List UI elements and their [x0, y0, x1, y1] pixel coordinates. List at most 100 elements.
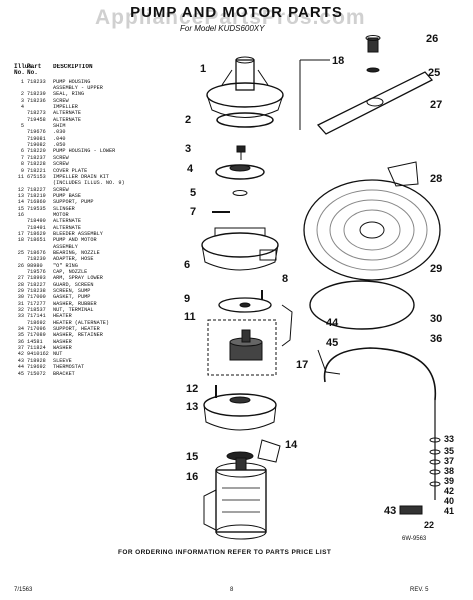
legend-desc-cell: BRACKET	[53, 370, 75, 377]
legend-part-cell: 718537	[27, 307, 46, 314]
callout-number: 25	[428, 67, 440, 79]
legend-desc-cell: BLEEDER ASSEMBLY	[53, 230, 103, 237]
shim	[232, 190, 248, 196]
callout-number: 13	[186, 401, 198, 413]
legend-part-cell: 719458	[27, 116, 46, 123]
legend-part-cell: 718491	[27, 224, 46, 231]
legend-part-cell: 718219	[27, 192, 46, 199]
legend-part-cell: 14581	[27, 338, 43, 345]
callout-number: 17	[296, 359, 308, 371]
legend-desc-cell: PUMP BASE	[53, 192, 82, 199]
legend-illus-cell: 14	[17, 199, 24, 206]
legend-desc-cell: PUMP HOUSING	[53, 78, 91, 85]
diagram-code: 6W-9563	[402, 536, 427, 542]
legend-desc-cell: ALTERNATE	[53, 110, 82, 117]
legend-part-cell: 718233	[27, 78, 46, 85]
legend-desc-cell: HEATER (ALTERNATE)	[53, 319, 110, 326]
legend-illus-cell: 15	[17, 205, 24, 212]
legend-part-cell: 718928	[27, 357, 46, 364]
legend-part-cell: 718228	[27, 161, 46, 168]
legend-desc-cell: SCREW	[53, 161, 69, 168]
screw-part-3	[236, 145, 246, 160]
legend-illus-cell: 29	[17, 288, 24, 295]
callout-number: 15	[186, 451, 198, 463]
callout-number: 18	[332, 55, 344, 67]
legend-part-cell: 718629	[27, 230, 46, 237]
legend-part-cell: 718273	[27, 110, 46, 117]
legend-part-cell: 719576	[27, 269, 46, 275]
legend-illus-cell: 42	[17, 351, 24, 358]
legend-row: 719458 ALTERNATE	[14, 117, 142, 123]
legend-part-cell: 718651	[27, 237, 46, 244]
legend-part-cell: 718230	[27, 256, 46, 263]
legend-illus-cell: 34	[17, 326, 24, 333]
legend-desc-cell: SUPPORT, PUMP	[53, 199, 94, 206]
legend-part-cell: 719676	[27, 129, 46, 136]
pump-gasket	[309, 280, 415, 330]
legend-illus-cell: 18	[17, 237, 24, 244]
legend-desc-cell: ALTERNATE	[53, 116, 82, 123]
callout-number: 28	[430, 173, 442, 185]
legend-part-cell: 719081	[27, 135, 46, 142]
revision: REV. 5	[410, 587, 429, 593]
legend-part-cell: 717000	[27, 294, 46, 301]
legend-illus-cell: 43	[17, 357, 24, 364]
callout-number: 40	[444, 496, 454, 506]
legend-illus-cell: 44	[17, 364, 24, 371]
callout-number: 1	[200, 63, 206, 75]
legend-part-cell: 718490	[27, 218, 46, 225]
legend-desc-cell: WASHER	[53, 338, 72, 345]
legend-desc-cell: SCREW	[53, 186, 69, 193]
legend-part-cell: 717096	[27, 326, 46, 333]
legend-illus-cell: 25	[17, 249, 24, 256]
pump-base	[203, 393, 277, 431]
callout-number: 33	[444, 434, 454, 444]
legend-desc-cell: .030	[53, 129, 66, 136]
legend-desc-cell: SCREW	[53, 97, 69, 104]
lower-pump-housing	[201, 227, 279, 271]
legend-illus-cell: 36	[17, 338, 24, 345]
legend-row: 718273 ALTERNATE	[14, 110, 142, 116]
legend-header: Illus. No. Part No. DESCRIPTION	[14, 63, 142, 77]
legend-desc-cell: PUMP AND MOTOR	[53, 237, 97, 244]
legend-illus-cell: 9	[20, 167, 24, 174]
legend-illus-cell: 28	[17, 281, 24, 288]
legend-desc-cell: (INCLUDES ILLUS. NO. 9)	[53, 180, 125, 187]
sump-screen	[303, 179, 441, 281]
legend-part-cell: 98980	[27, 262, 43, 269]
callout-number: 16	[186, 471, 198, 483]
legend-desc-cell: "O" RING	[53, 262, 78, 269]
legend-illus-cell: 4	[20, 104, 24, 111]
legend-part-cell: 718239	[27, 91, 46, 98]
callout-number: 39	[444, 476, 454, 486]
legend-desc-cell: THERMOSTAT	[53, 364, 85, 371]
callout-number: 41	[444, 506, 454, 516]
legend-part-cell: 719692	[27, 364, 46, 371]
callout-number: 26	[426, 33, 438, 45]
legend-part-cell: 717141	[27, 313, 46, 320]
callout-number: 45	[326, 337, 338, 349]
legend-illus-cell: 12	[17, 186, 24, 193]
legend-row: 719676 .030	[14, 129, 142, 135]
legend-row: (INCLUDES ILLUS. NO. 9)	[14, 180, 142, 186]
legend-part-cell: 9410162	[27, 351, 49, 358]
legend-part-cell: 717089	[27, 332, 46, 339]
watermark: AppliancePartsPros.com	[95, 6, 366, 29]
legend-desc-cell: ADAPTER, HOSE	[53, 256, 94, 263]
